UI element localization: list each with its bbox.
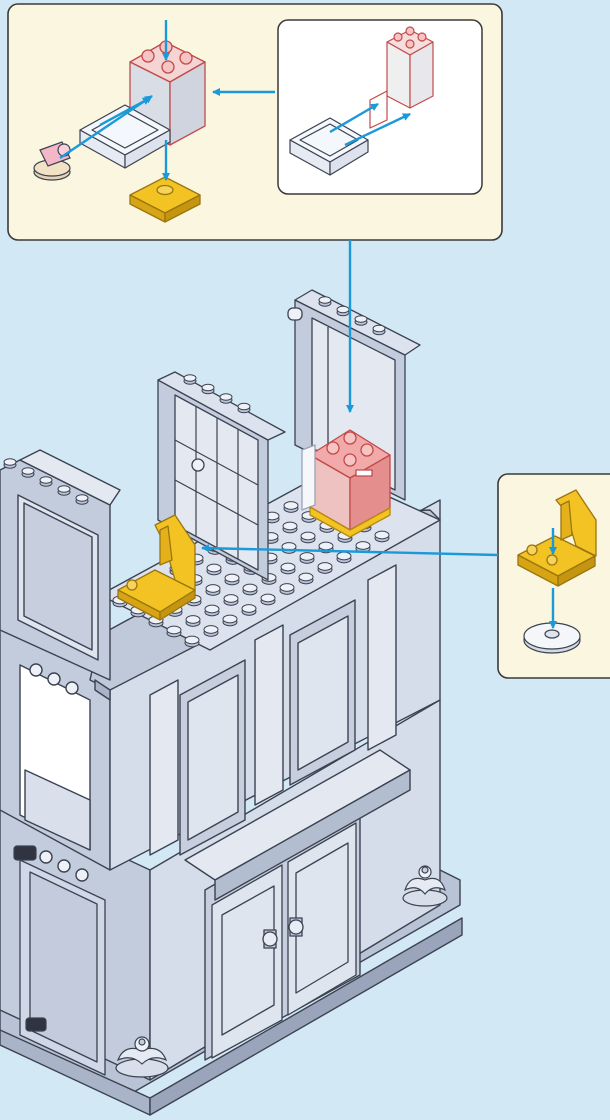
stud-top	[205, 605, 219, 613]
stud-top	[206, 585, 220, 593]
stud-top	[243, 584, 257, 592]
stud-top	[284, 502, 298, 510]
subassembly-box	[278, 20, 482, 194]
stud-top	[299, 573, 313, 581]
stud-top	[300, 553, 314, 561]
stud-top	[337, 306, 349, 313]
stud-top	[319, 297, 331, 304]
stud-top	[220, 394, 232, 401]
stud-top	[167, 626, 181, 634]
stud-top	[204, 626, 218, 634]
stud-top	[225, 574, 239, 582]
stud-top	[58, 486, 70, 493]
top-callout	[8, 4, 502, 240]
stud-top	[337, 552, 351, 560]
stud-top	[207, 564, 221, 572]
stud-top	[356, 542, 370, 550]
stud-top	[280, 584, 294, 592]
stud-top	[373, 325, 385, 332]
stud-top	[185, 636, 199, 644]
stud-top	[186, 616, 200, 624]
stud-top	[184, 375, 196, 382]
stud-top	[318, 563, 332, 571]
stud-top	[283, 522, 297, 530]
stud-top	[40, 477, 52, 484]
stud-top	[281, 563, 295, 571]
stud-top	[301, 532, 315, 540]
main-model	[0, 290, 462, 1115]
stud-top	[242, 605, 256, 613]
stud-top	[238, 403, 250, 410]
stud-top	[22, 468, 34, 475]
stud-top	[375, 531, 389, 539]
stud-top	[202, 384, 214, 391]
stud-top	[319, 542, 333, 550]
stud-top	[224, 595, 238, 603]
stud-top	[355, 316, 367, 323]
stud-top	[76, 495, 88, 502]
stud-top	[261, 594, 275, 602]
right-callout	[498, 474, 610, 678]
stud-top	[223, 615, 237, 623]
stud-top	[4, 459, 16, 466]
